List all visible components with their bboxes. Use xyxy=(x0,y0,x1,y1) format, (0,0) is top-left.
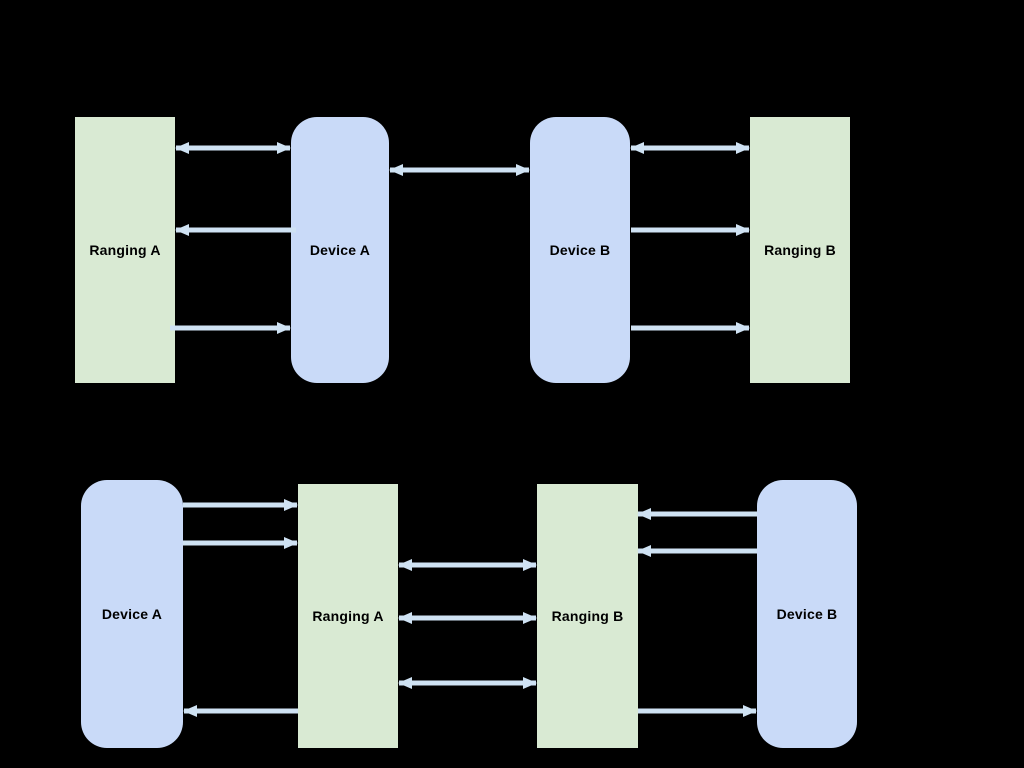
box-top-ranging-b: Ranging B xyxy=(750,117,850,383)
box-top-device-b: Device B xyxy=(530,117,630,383)
box-label: Ranging B xyxy=(764,242,836,258)
box-label: Ranging A xyxy=(89,242,161,258)
box-label: Device B xyxy=(549,242,611,258)
box-bottom-device-a: Device A xyxy=(81,480,183,748)
box-bottom-ranging-a: Ranging A xyxy=(298,484,398,748)
box-bottom-device-b: Device B xyxy=(757,480,857,748)
box-label: Ranging A xyxy=(312,608,384,624)
box-label: Device A xyxy=(309,242,371,258)
box-label: Device B xyxy=(776,606,838,622)
box-top-ranging-a: Ranging A xyxy=(75,117,175,383)
box-top-device-a: Device A xyxy=(291,117,389,383)
box-bottom-ranging-b: Ranging B xyxy=(537,484,638,748)
box-label: Device A xyxy=(101,606,163,622)
box-label: Ranging B xyxy=(551,608,624,624)
